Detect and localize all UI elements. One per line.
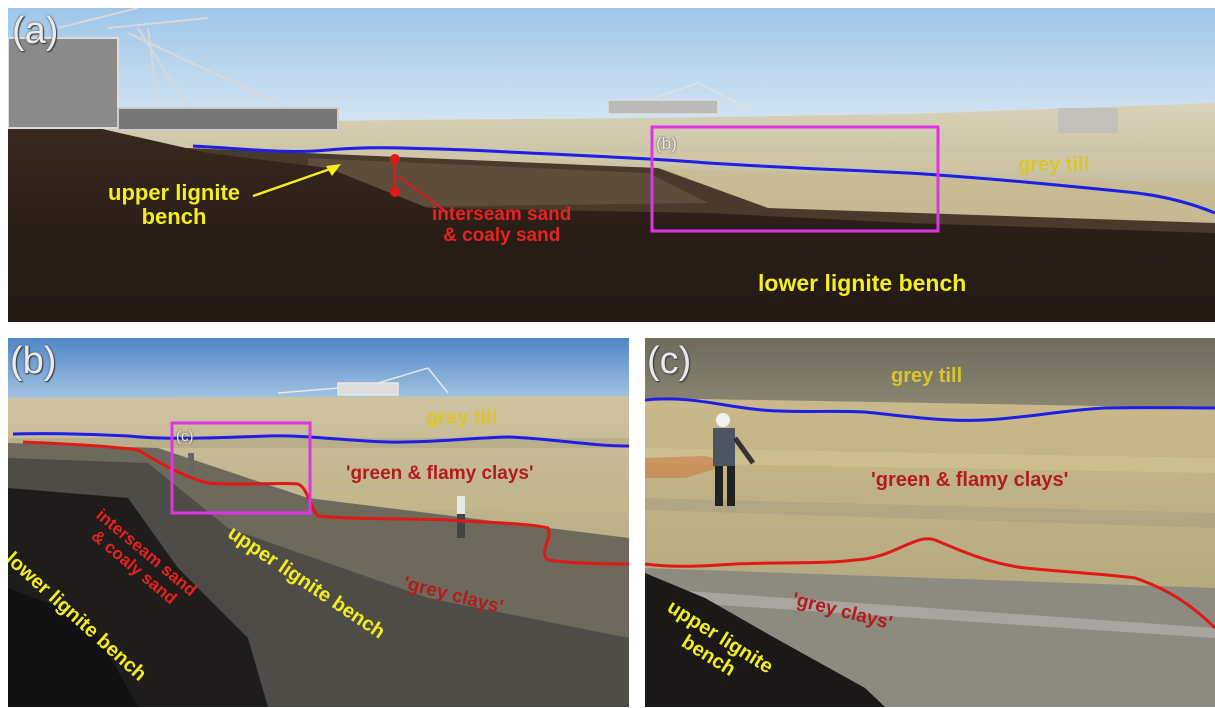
label-grey-till-b: grey till [426, 407, 498, 429]
label-interseam-a: interseam sand & coaly sand [432, 204, 572, 246]
label-green-clays-b: 'green & flamy clays' [346, 463, 534, 484]
panel-b-photo: (b) (c) grey till 'green & flamy clays' … [8, 338, 629, 707]
inset-box-b [650, 125, 940, 233]
inset-box-c [170, 421, 312, 515]
panel-tag-a: (a) [12, 10, 59, 52]
boundary-red-b [22, 440, 629, 566]
arrow-yellow [252, 166, 334, 198]
label-upper-lignite-a: upper lignite bench [108, 180, 240, 230]
panel-a-scene [8, 8, 1215, 322]
boundary-blue-c [645, 397, 1215, 422]
panel-c-photo: (c) grey till 'green & flamy clays' 'gre… [645, 338, 1215, 707]
boundary-red-c [645, 537, 1215, 630]
panel-tag-b: (b) [10, 340, 57, 382]
inset-tag-b: (b) [656, 134, 677, 153]
label-grey-till-c: grey till [891, 365, 963, 387]
person-figure-small [188, 453, 194, 473]
boundary-blue-a [192, 144, 1215, 215]
distant-machine [1058, 108, 1118, 133]
excavator-left [8, 8, 339, 131]
boundary-blue-b [12, 432, 629, 448]
person-figure-c [713, 413, 756, 506]
label-grey-till-a: grey till [1018, 154, 1090, 176]
excavator-distant [607, 82, 749, 115]
panel-tag-c: (c) [647, 340, 692, 382]
panel-b-scene [8, 338, 629, 707]
sky [8, 338, 629, 403]
person-figure-b [457, 496, 465, 538]
panel-c-scene [645, 338, 1215, 707]
label-lower-lignite-a: lower lignite bench [758, 270, 967, 296]
inset-tag-c: (c) [176, 428, 194, 445]
excavator-distant [277, 367, 449, 396]
label-green-clays-c: 'green & flamy clays' [871, 469, 1069, 491]
lignite-dark [645, 573, 885, 707]
panel-a-photo: (a) (b) upper lignite bench interseam sa… [8, 8, 1215, 322]
